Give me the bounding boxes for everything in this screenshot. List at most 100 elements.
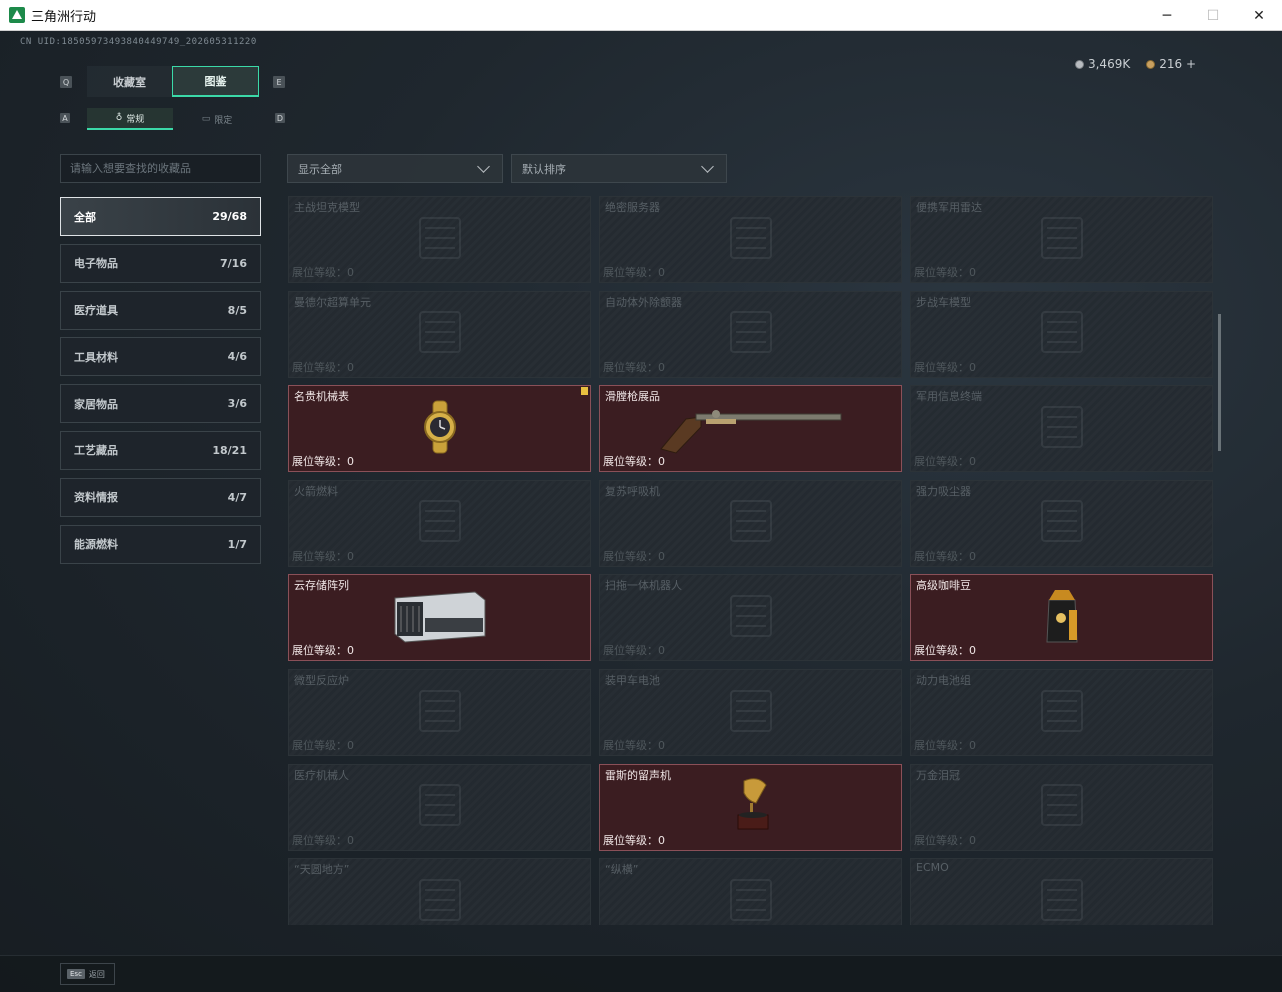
collection-item-card[interactable]: “天圆地方” [288, 858, 591, 925]
collection-item-card[interactable]: ECMO [910, 858, 1213, 925]
back-button[interactable]: Esc 返回 [60, 963, 115, 985]
collection-item-card[interactable]: 强力吸尘器展位等级：0 [910, 479, 1213, 567]
item-name: 雷斯的留声机 [605, 768, 671, 782]
game-viewport: CN UID:18505973493840449749_202605311220… [0, 31, 1282, 992]
sort-dropdown-value: 默认排序 [522, 162, 566, 176]
collection-item-card[interactable]: 云存储阵列展位等级：0 [288, 574, 591, 662]
maximize-button[interactable]: ☐ [1206, 7, 1220, 24]
gold-currency[interactable]: 216 + [1146, 57, 1196, 71]
item-name: 主战坦克模型 [294, 201, 360, 214]
subtab-regular[interactable]: ♁ 常规 [87, 108, 173, 130]
item-name: 名贵机械表 [294, 390, 349, 404]
item-level: 展位等级：0 [292, 739, 354, 752]
collection-item-card[interactable]: 装甲车电池展位等级：0 [599, 669, 902, 756]
item-level: 展位等级：0 [292, 833, 354, 847]
collection-item-card[interactable]: 名贵机械表展位等级：0 [288, 385, 591, 473]
category-label: 工艺藏品 [74, 444, 118, 458]
server-icon [706, 208, 796, 272]
chevron-down-icon [477, 159, 490, 173]
collection-item-card[interactable]: 自动体外除颤器展位等级：0 [599, 290, 902, 378]
silver-coin-icon [1074, 59, 1084, 69]
item-name: 动力电池组 [916, 674, 971, 687]
minimize-button[interactable]: ─ [1162, 7, 1172, 24]
grid-scrollbar[interactable] [1218, 314, 1221, 451]
musket-icon [656, 397, 846, 461]
search-box[interactable] [60, 154, 261, 183]
item-level: 展位等级：0 [914, 644, 976, 658]
tab-catalog[interactable]: 图鉴 [172, 66, 259, 97]
category-label: 能源燃料 [74, 538, 118, 552]
sort-dropdown[interactable]: 默认排序 [511, 154, 727, 183]
category-label: 工具材料 [74, 350, 118, 364]
tab-collection-room[interactable]: 收藏室 [87, 66, 172, 97]
item-level: 展位等级：0 [603, 644, 665, 658]
chevron-down-icon [701, 159, 714, 173]
subtab-limited-label: 限定 [214, 115, 233, 126]
item-level: 展位等级：0 [914, 360, 976, 374]
collection-item-card[interactable]: 滑膛枪展品展位等级：0 [599, 385, 902, 473]
collection-item-card[interactable]: 军用信息终端展位等级：0 [910, 385, 1213, 473]
collection-item-card[interactable]: 雷斯的留声机展位等级：0 [599, 763, 902, 851]
collection-item-card[interactable]: 曼德尔超算单元展位等级：0 [288, 290, 591, 378]
collection-item-card[interactable]: 步战车模型展位等级：0 [910, 290, 1213, 378]
collection-item-card[interactable]: 微型反应炉展位等级：0 [288, 669, 591, 756]
collection-item-card[interactable]: 医疗机械人展位等级：0 [288, 763, 591, 851]
item-name: 扫拖一体机器人 [605, 579, 682, 593]
collection-item-card[interactable]: 万金泪冠展位等级：0 [910, 763, 1213, 851]
robot-icon [706, 586, 796, 650]
item-name: 医疗机械人 [294, 768, 349, 782]
item-name: 自动体外除颤器 [605, 295, 682, 309]
battery-icon [706, 681, 796, 745]
limited-icon: ▭ [201, 114, 211, 124]
terminal-icon [1017, 397, 1107, 461]
gold-coin-icon [1146, 59, 1156, 69]
next-subtab-key-hint: D [275, 113, 285, 123]
category-count: 4/7 [227, 490, 247, 504]
item-name: ECMO [916, 861, 949, 875]
collection-item-card[interactable]: 高级咖啡豆展位等级：0 [910, 574, 1213, 662]
ventilator-icon [706, 491, 796, 555]
globe-icon [395, 870, 485, 925]
item-name: 曼德尔超算单元 [294, 295, 371, 309]
prev-subtab-key-hint: A [60, 113, 70, 123]
collection-item-card[interactable]: 主战坦克模型展位等级：0 [288, 196, 591, 283]
crown-icon [1017, 775, 1107, 839]
collection-item-card[interactable]: “纵横” [599, 858, 902, 925]
subtab-limited[interactable]: ▭ 限定 [174, 108, 260, 130]
filter-dropdown[interactable]: 显示全部 [287, 154, 503, 183]
item-name: 云存储阵列 [294, 579, 349, 593]
item-name: 步战车模型 [916, 295, 971, 309]
app-logo-icon [9, 7, 25, 23]
esc-key-hint: Esc [67, 969, 85, 979]
item-name: 滑膛枪展品 [605, 390, 660, 404]
collection-item-card[interactable]: 复苏呼吸机展位等级：0 [599, 479, 902, 567]
ifv-model-icon [1017, 302, 1107, 366]
collection-item-card[interactable]: 绝密服务器展位等级：0 [599, 196, 902, 283]
storage-array-icon [385, 586, 495, 650]
item-level: 展位等级：0 [914, 549, 976, 563]
collection-item-card[interactable]: 便携军用雷达展位等级：0 [910, 196, 1213, 283]
window-title: 三角洲行动 [31, 9, 97, 25]
category-label: 医疗道具 [74, 304, 118, 318]
currency-display: 3,469K 216 + [1074, 57, 1196, 71]
collection-item-card[interactable]: 动力电池组展位等级：0 [910, 669, 1213, 756]
subtab-regular-label: 常规 [126, 114, 145, 125]
item-name: 万金泪冠 [916, 768, 960, 782]
collection-item-card[interactable]: 扫拖一体机器人展位等级：0 [599, 574, 902, 662]
board-icon [706, 870, 796, 925]
close-button[interactable]: ✕ [1253, 7, 1265, 24]
item-level: 展位等级：0 [603, 833, 665, 847]
collection-item-card[interactable]: 火箭燃料展位等级：0 [288, 479, 591, 567]
prev-tab-key-hint: Q [60, 76, 72, 88]
search-input[interactable] [70, 162, 251, 175]
